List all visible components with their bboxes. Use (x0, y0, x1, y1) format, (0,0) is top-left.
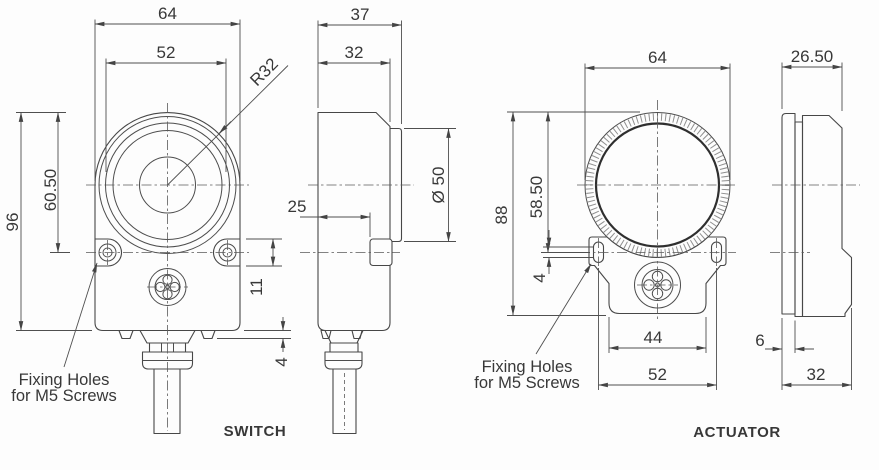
dim-actuator-base-label: 44 (644, 328, 663, 347)
dim-switch-holeheight-label: 60.50 (41, 169, 60, 212)
dim-switch-taboffset-label: 25 (288, 197, 307, 216)
actuator-front-view (577, 100, 738, 322)
switch-fixing-note-line1: Fixing Holes (19, 371, 110, 389)
switch-sensor-circle (139, 156, 196, 214)
dim-switch-bodydepth-label: 32 (345, 43, 364, 62)
switch-body-outline (94, 112, 241, 332)
actuator-side-body (801, 114, 853, 318)
dim-actuator-width-label: 64 (648, 48, 667, 67)
switch-side-centerlines (300, 184, 414, 253)
actuator-side-centerlines (770, 184, 860, 253)
switch-fixing-note: Fixing Holes for M5 Screws (11, 262, 117, 405)
actuator-fixing-note: Fixing Holes for M5 Screws (474, 263, 592, 392)
switch-front-dimensions: 64 52 R32 96 60.50 11 4 (3, 4, 291, 367)
switch-side-view (300, 111, 414, 435)
switch-right-boss (212, 238, 240, 267)
dim-actuator-depth-label: 32 (807, 365, 826, 384)
actuator-side-step (794, 121, 804, 318)
switch-side-cable (332, 369, 357, 435)
dim-switch-ring-label: 52 (157, 43, 176, 62)
switch-side-body (317, 111, 391, 332)
dim-switch-tab-label: 11 (247, 278, 266, 296)
actuator-side-dimensions: 26.50 6 32 (755, 47, 852, 390)
actuator-view-label: ACTUATOR (693, 424, 781, 441)
switch-view-label: SWITCH (224, 423, 287, 440)
switch-side-gland (324, 329, 364, 435)
dim-switch-radius-label: R32 (246, 54, 281, 89)
dim-switch-width-label: 64 (158, 4, 177, 23)
dim-actuator-slotheight-label: 58.50 (527, 176, 546, 219)
dim-switch-depth-label: 37 (351, 5, 370, 24)
actuator-fixing-note-line1: Fixing Holes (482, 358, 573, 376)
actuator-fixing-note-line2: for M5 Screws (474, 374, 579, 392)
dim-actuator-height-label: 88 (492, 206, 511, 225)
switch-left-boss (95, 238, 123, 267)
dim-switch-foot-label: 4 (272, 357, 291, 366)
actuator-side-flange (781, 112, 796, 315)
dim-switch-height-label: 96 (3, 213, 22, 232)
actuator-front-centerlines (577, 100, 738, 322)
switch-cable-gland (139, 329, 196, 435)
switch-front-centerlines (86, 103, 249, 431)
switch-cable (153, 369, 181, 435)
dim-actuator-frontdepth-label: 26.50 (791, 47, 834, 66)
actuator-front-dimensions: 64 88 58.50 4 44 52 (492, 48, 731, 390)
dim-actuator-flange-label: 6 (755, 331, 764, 350)
dim-actuator-slotspacing-label: 52 (648, 365, 667, 384)
switch-front-view (86, 103, 249, 435)
actuator-side-view (770, 112, 860, 318)
dim-switch-facedia-label: Ø 50 (429, 167, 448, 204)
switch-feet (118, 329, 216, 340)
dim-actuator-slotwidth-label: 4 (530, 273, 549, 282)
switch-fixing-note-line2: for M5 Screws (11, 387, 116, 405)
switch-side-dimensions: 37 32 25 Ø 50 (288, 5, 456, 242)
